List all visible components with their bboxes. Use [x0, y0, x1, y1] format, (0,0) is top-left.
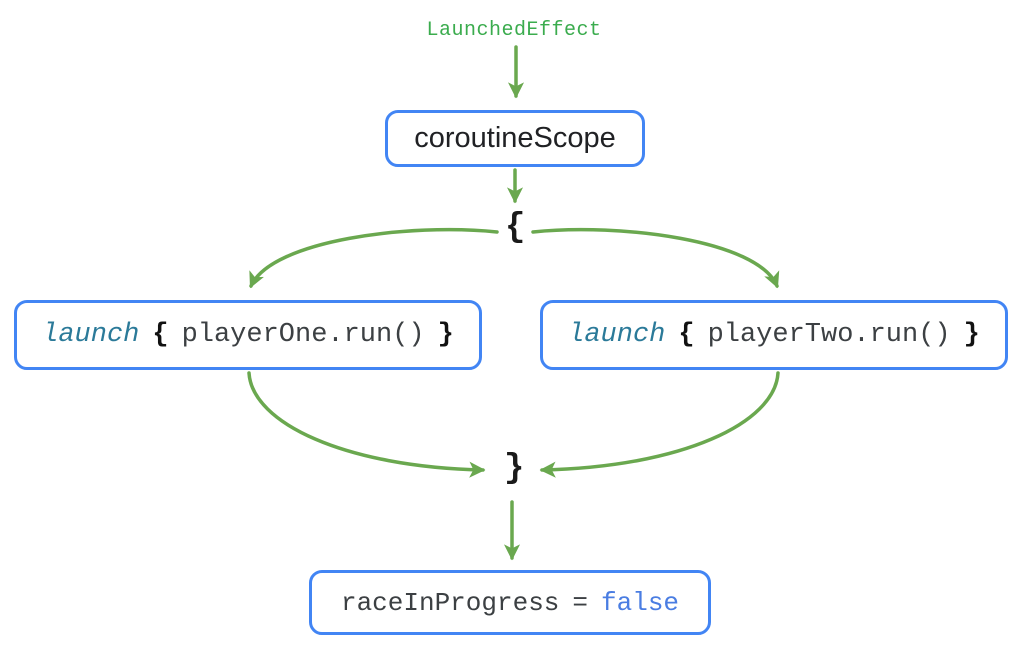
equals-operator: =: [572, 587, 589, 618]
arrow-launch-player-two-to-close-brace: [539, 371, 780, 478]
result-variable: raceInProgress: [340, 587, 560, 618]
close-brace-glyph: }: [963, 320, 980, 350]
launch-player-two-node: launch { playerTwo.run() }: [540, 300, 1008, 370]
open-brace-glyph: {: [505, 209, 526, 247]
launch-keyword: launch: [568, 320, 666, 350]
race-in-progress-node: raceInProgress = false: [309, 570, 711, 635]
close-brace-glyph: }: [437, 320, 454, 350]
open-brace-glyph: {: [678, 320, 695, 350]
player-one-run-code: playerOne.run(): [181, 320, 425, 350]
close-brace-glyph: }: [504, 450, 525, 488]
launch-keyword: launch: [42, 320, 140, 350]
open-brace-glyph: {: [152, 320, 169, 350]
arrow-launch-player-one-to-close-brace: [247, 371, 486, 478]
player-two-run-code: playerTwo.run(): [707, 320, 951, 350]
arrow-open-brace-to-launch-player-two: [531, 227, 780, 289]
arrow-open-brace-to-launch-player-one: [249, 227, 499, 289]
launch-player-one-node: launch { playerOne.run() }: [14, 300, 482, 370]
coroutine-scope-node: coroutineScope: [385, 110, 645, 167]
result-value: false: [601, 587, 680, 618]
launched-effect-label: LaunchedEffect: [426, 19, 602, 42]
coroutine-scope-label: coroutineScope: [414, 122, 616, 154]
